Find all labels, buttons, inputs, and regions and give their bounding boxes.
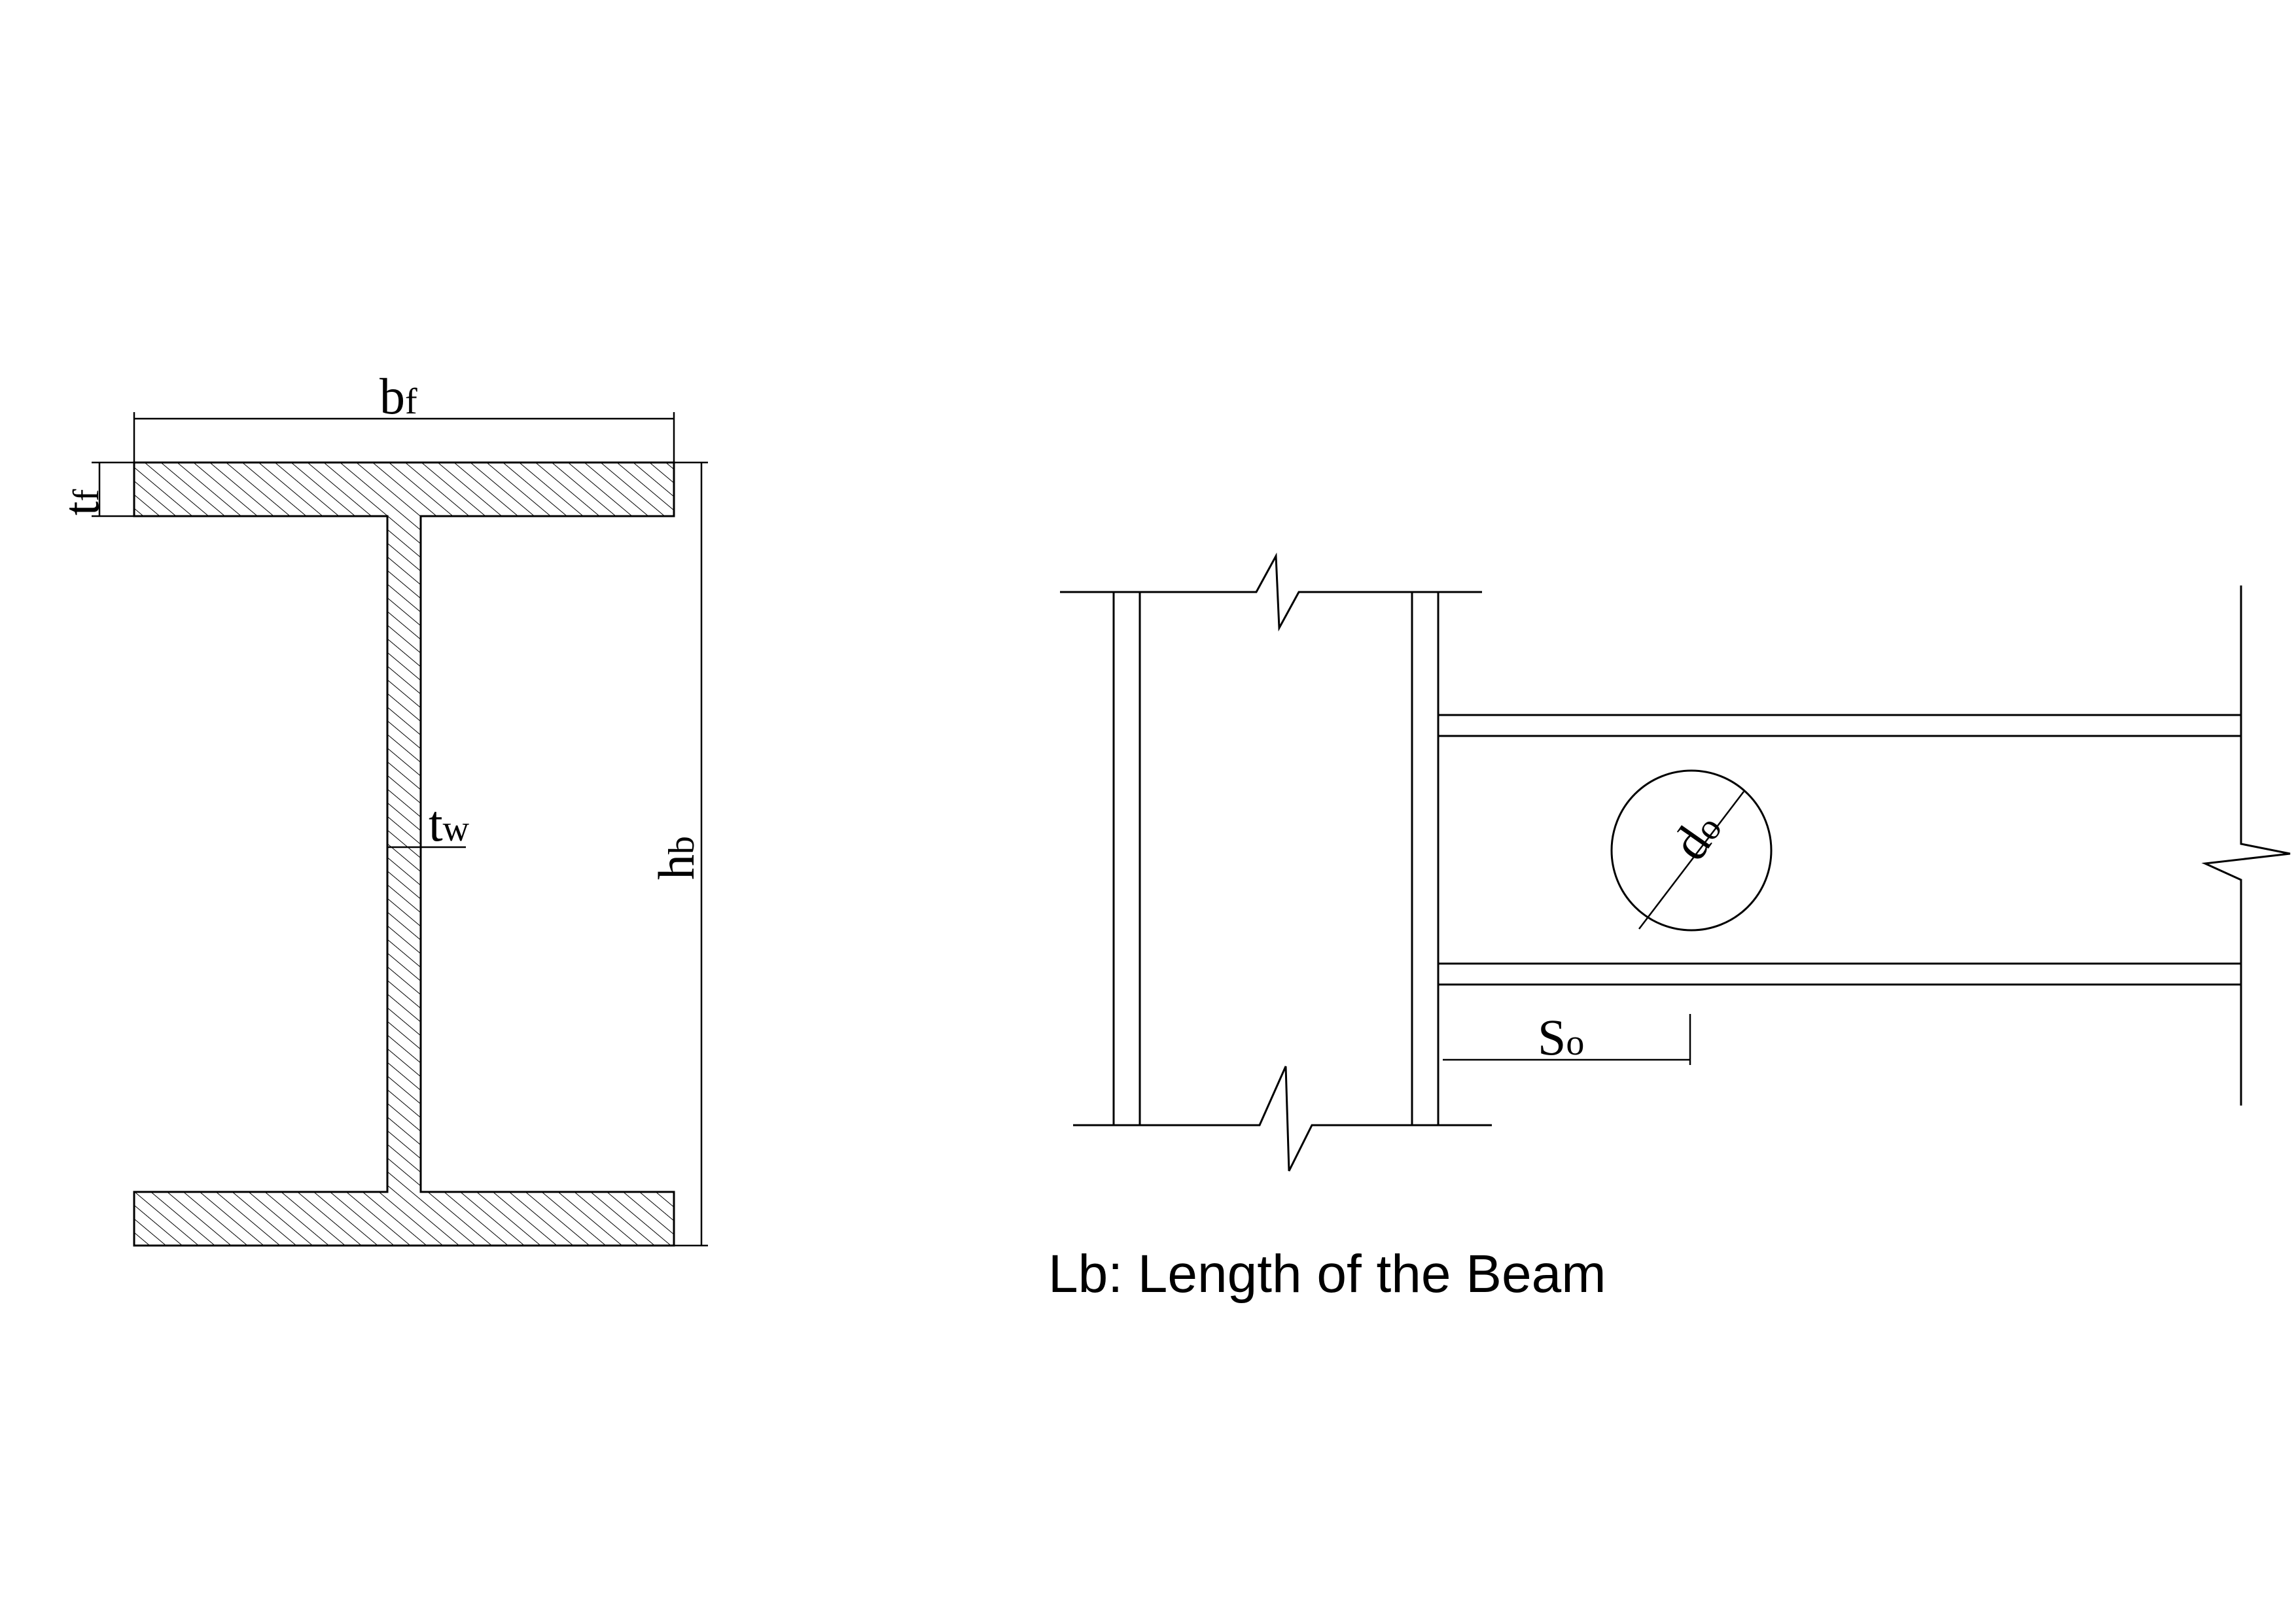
opening-distance-dimension (1443, 1014, 1691, 1065)
beam-height-label: hb (648, 836, 705, 880)
flange-width-label: bf (380, 368, 417, 425)
column-bottom-break-line (1073, 1066, 1492, 1172)
web-opening (1610, 769, 1773, 932)
i-section-outline (133, 461, 675, 1247)
beam-end-break-line (2201, 585, 2291, 1106)
flange-thickness-label: tf (52, 489, 109, 515)
opening-diameter-label: do (1661, 801, 1733, 870)
beam-elevation (1438, 585, 2291, 1106)
flange-width-dimension (133, 412, 675, 462)
i-section (133, 461, 675, 1247)
column-elevation (1060, 552, 1492, 1172)
web-thickness-label: tw (429, 795, 470, 852)
beam-height-dimension (674, 461, 708, 1247)
opening-distance-label: So (1538, 1009, 1584, 1066)
caption: Lb: Length of the Beam (1048, 1244, 1606, 1304)
flange-thickness-dimension (92, 461, 134, 517)
column-top-break-line (1060, 552, 1482, 632)
